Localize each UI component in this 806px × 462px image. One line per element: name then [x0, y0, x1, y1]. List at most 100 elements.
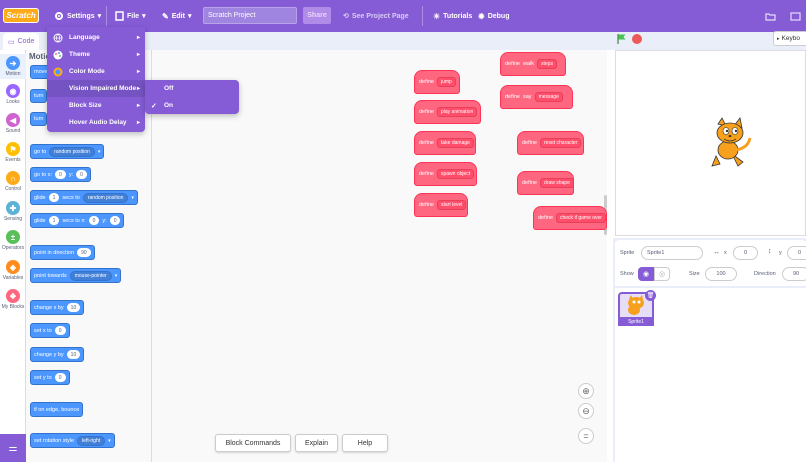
- settings-menu-button[interactable]: Settings ▾: [54, 0, 101, 32]
- stop-button[interactable]: [632, 34, 642, 44]
- block-glide-to[interactable]: glide 1 secs to random position▾: [30, 190, 138, 205]
- tutorials-button[interactable]: ☀ Tutorials: [433, 0, 472, 32]
- submenu-item-on[interactable]: ✓ On: [145, 97, 239, 114]
- hide-sprite-button[interactable]: ◎: [654, 267, 670, 281]
- explain-button[interactable]: Explain: [295, 434, 338, 452]
- edit-menu-button[interactable]: ✎ Edit ▾: [162, 0, 191, 32]
- menu-item-block-size[interactable]: Block Size ▸: [47, 97, 145, 114]
- y-input[interactable]: 0: [76, 170, 87, 179]
- define-block-say[interactable]: define say message: [500, 85, 573, 109]
- category-sound[interactable]: ◀ Sound: [0, 113, 26, 134]
- size-input[interactable]: 100: [705, 267, 737, 281]
- secs-input[interactable]: 1: [48, 216, 60, 225]
- menu-item-hover-audio-delay[interactable]: Hover Audio Delay ▸: [47, 114, 145, 131]
- define-block-walk[interactable]: define walk steps: [500, 52, 566, 76]
- menu-item-color-mode[interactable]: Color Mode ▸: [47, 63, 145, 80]
- sprite-name-input[interactable]: Sprite1: [641, 246, 703, 260]
- show-label: Show: [620, 271, 634, 277]
- project-title-input[interactable]: Scratch Project: [203, 7, 297, 24]
- rotation-style-dropdown[interactable]: left-right: [77, 435, 106, 446]
- menu-item-theme[interactable]: Theme ▸: [47, 46, 145, 63]
- y-position-input[interactable]: 0: [787, 246, 806, 260]
- define-block-start-level[interactable]: define start level: [414, 193, 468, 217]
- block-set-y[interactable]: set y to 0: [30, 370, 70, 385]
- share-button[interactable]: Share: [303, 7, 331, 24]
- sprite-thumbnail-label: Sprite1: [618, 317, 654, 326]
- block-turn-right[interactable]: turn: [30, 89, 48, 103]
- scratch-logo[interactable]: Scratch: [3, 8, 39, 23]
- tab-code[interactable]: ▭ Code: [3, 33, 39, 50]
- point-towards-dropdown[interactable]: mouse-pointer: [69, 270, 112, 281]
- block-turn-left[interactable]: turn: [30, 112, 48, 126]
- go-to-dropdown[interactable]: random position: [49, 146, 95, 157]
- block-name: play animation: [437, 107, 478, 117]
- define-block-play-animation[interactable]: define play animation: [414, 100, 481, 124]
- debug-button[interactable]: ✹ Debug: [478, 0, 509, 32]
- x-position-input[interactable]: 0: [733, 246, 758, 260]
- block-point-towards[interactable]: point towards mouse-pointer▾: [30, 268, 122, 283]
- category-looks[interactable]: ◉ Looks: [0, 84, 26, 105]
- zoom-reset-button[interactable]: =: [578, 428, 594, 444]
- cat-sprite[interactable]: [708, 116, 752, 168]
- sprite-label: Sprite: [620, 250, 635, 256]
- block-change-y[interactable]: change y by 10: [30, 347, 85, 362]
- define-label: define: [505, 61, 520, 67]
- block-change-x[interactable]: change x by 10: [30, 300, 85, 315]
- block-commands-button[interactable]: Block Commands: [215, 434, 291, 452]
- category-motion[interactable]: ➔ Motion: [0, 54, 26, 79]
- glide-target-dropdown[interactable]: random position: [82, 192, 129, 203]
- see-project-page-button[interactable]: ⟲ See Project Page: [343, 0, 409, 32]
- submenu-item-off[interactable]: Off: [145, 80, 239, 97]
- zoom-out-button[interactable]: ⊖: [578, 403, 594, 419]
- keyboard-tab[interactable]: ▸ Keybo: [773, 31, 806, 46]
- block-name: say: [523, 94, 532, 100]
- submenu-item-label: Off: [164, 85, 174, 92]
- secs-input[interactable]: 1: [48, 193, 60, 202]
- block-glide-to-xy[interactable]: glide 1 secs to x: 0 y: 0: [30, 213, 125, 228]
- change-x-input[interactable]: 10: [66, 303, 81, 312]
- block-set-rotation-style[interactable]: set rotation style left-right▾: [30, 433, 115, 448]
- define-block-take-damage[interactable]: define take damage: [414, 131, 476, 155]
- define-block-spawn-object[interactable]: define spawn object: [414, 162, 477, 186]
- zoom-reset-icon: =: [583, 431, 589, 441]
- set-y-input[interactable]: 0: [54, 373, 66, 382]
- define-block-reset-character[interactable]: define reset character: [517, 131, 584, 155]
- set-x-input[interactable]: 0: [54, 326, 66, 335]
- stage[interactable]: [615, 50, 806, 236]
- folder-button[interactable]: [765, 0, 776, 32]
- menu-item-vision-impaired-mode[interactable]: Vision Impaired Mode ▸: [47, 80, 145, 97]
- show-sprite-button[interactable]: ◉: [638, 267, 654, 281]
- direction-input[interactable]: 90: [77, 248, 91, 257]
- define-block-check-if-game-over[interactable]: define check if game over: [533, 206, 607, 230]
- script-workspace[interactable]: [152, 50, 607, 462]
- x-input[interactable]: 0: [55, 170, 66, 179]
- category-sensing[interactable]: ✚ Sensing: [0, 201, 26, 222]
- add-extension-button[interactable]: ⚌: [0, 434, 26, 462]
- define-block-jump[interactable]: define jump: [414, 70, 460, 94]
- category-menu: [0, 50, 26, 462]
- category-events[interactable]: ⚑ Events: [0, 142, 26, 163]
- green-flag-button[interactable]: [616, 33, 628, 45]
- category-control[interactable]: ∩ Control: [0, 171, 26, 192]
- block-set-x[interactable]: set x to 0: [30, 323, 70, 338]
- block-point-in-direction[interactable]: point in direction 90: [30, 245, 95, 260]
- category-my-blocks[interactable]: ❖ My Blocks: [0, 289, 26, 310]
- account-button[interactable]: [790, 0, 801, 32]
- define-label: define: [419, 202, 434, 208]
- y-input[interactable]: 0: [109, 216, 121, 225]
- define-block-draw-shape[interactable]: define draw shape: [517, 171, 574, 195]
- direction-input[interactable]: 90: [782, 267, 806, 281]
- zoom-in-button[interactable]: ⊕: [578, 383, 594, 399]
- menu-item-language[interactable]: Language ▸: [47, 29, 145, 46]
- block-if-on-edge-bounce[interactable]: if on edge, bounce: [30, 402, 84, 417]
- delete-sprite-button[interactable]: 🗑: [645, 290, 656, 301]
- block-go-to-xy[interactable]: go to x: 0 y: 0: [30, 167, 91, 182]
- block-go-to[interactable]: go to random position▾: [30, 144, 105, 159]
- help-button[interactable]: Help: [342, 434, 388, 452]
- category-operators[interactable]: ± Operators: [0, 230, 26, 251]
- category-variables[interactable]: ◈ Variables: [0, 260, 26, 281]
- file-menu-button[interactable]: File ▾: [115, 0, 146, 32]
- editor-tabs: [0, 32, 615, 50]
- change-y-input[interactable]: 10: [66, 350, 81, 359]
- x-input[interactable]: 0: [88, 216, 100, 225]
